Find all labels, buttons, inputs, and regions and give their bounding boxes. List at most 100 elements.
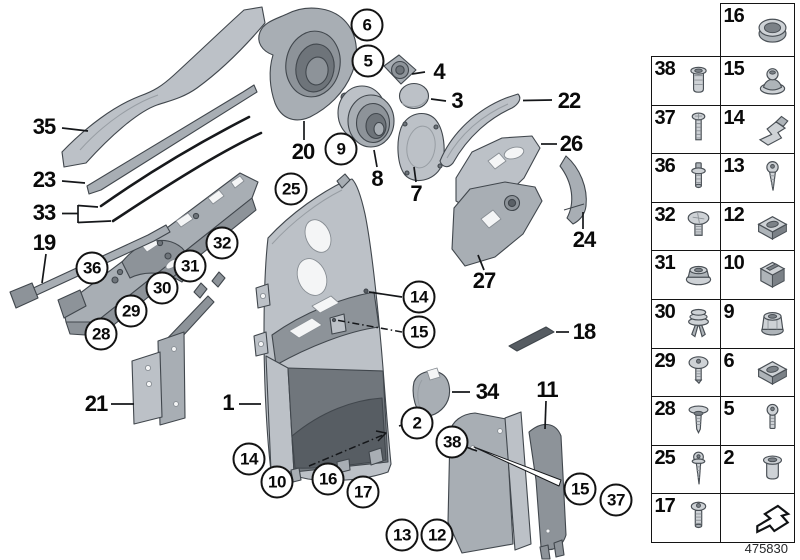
callout-balloon-16: 16 (311, 462, 345, 496)
part-24-trim-end (559, 155, 587, 225)
rivet-sleeve-icon (677, 59, 720, 103)
fastener-cell-15: 15 (720, 57, 795, 106)
callout-label-11: 11 (536, 377, 558, 402)
callout-label-27: 27 (472, 268, 497, 293)
part-1-side-trim-panel (253, 173, 392, 483)
item-number: 16 (723, 5, 745, 27)
fastener-cell-31: 31 (650, 251, 721, 300)
fastener-cell-6: 6 (720, 348, 795, 398)
item-number: 37 (654, 106, 676, 129)
callout-balloon-6: 6 (350, 8, 384, 42)
flange-nut-icon (677, 253, 720, 297)
part-27-switch-panel-lower (451, 181, 543, 267)
item-number: 6 (723, 349, 735, 372)
machine-screw-icon (677, 107, 720, 151)
fastener-cell-2: 2 (720, 445, 795, 495)
callout-label-1: 1 (222, 390, 234, 415)
tapping-screw-icon (751, 156, 794, 200)
part-23-trim-strip (86, 84, 258, 195)
callout-label-23: 23 (32, 167, 57, 192)
hex-nut-icon (751, 302, 794, 346)
push-rivet-icon (677, 399, 720, 443)
fastener-cell-29: 29 (650, 348, 721, 398)
part-4-tweeter (383, 54, 417, 85)
item-number: 10 (723, 252, 745, 275)
callout-balloon-37: 37 (599, 483, 633, 517)
clip-nut-icon (751, 253, 794, 297)
callout-label-7: 7 (410, 181, 422, 206)
callout-balloon-14: 14 (232, 442, 266, 476)
callout-balloon-2: 2 (400, 406, 434, 440)
callout-balloon-29: 29 (114, 294, 148, 328)
fastener-cell-38: 38 (650, 57, 721, 106)
fastener-cell-5: 5 (720, 397, 795, 446)
empty-cell (650, 3, 721, 57)
callout-balloon-32: 32 (205, 226, 239, 260)
callout-label-19: 19 (32, 230, 57, 255)
callout-label-3: 3 (451, 88, 463, 113)
fastener-cell-32: 32 (650, 202, 721, 252)
long-tapping-screw-icon (677, 448, 720, 492)
callout-label-24: 24 (572, 227, 597, 252)
ball-grommet-icon (751, 59, 794, 103)
fastener-cell-10: 10 (720, 251, 795, 300)
dome-screw-icon (677, 350, 720, 394)
fastener-cell-36: 36 (650, 154, 721, 203)
item-number: 9 (723, 300, 735, 323)
leader-arrowhead (375, 430, 387, 442)
callout-label-4: 4 (433, 59, 445, 84)
item-number: 14 (723, 106, 745, 129)
callout-label-18: 18 (572, 319, 597, 344)
callout-balloon-38: 38 (435, 425, 469, 459)
callout-label-21: 21 (84, 391, 109, 416)
callout-balloon-14: 14 (402, 280, 436, 314)
callout-balloon-30: 30 (145, 271, 179, 305)
callout-balloon-13: 13 (385, 518, 419, 552)
part-8-speaker (337, 85, 395, 148)
callout-label-22: 22 (557, 88, 582, 113)
callout-balloon-36: 36 (75, 251, 109, 285)
dashed-leader-lines (308, 319, 403, 467)
fastener-cell-9: 9 (720, 299, 795, 349)
item-number: 15 (723, 58, 745, 80)
spring-clip-icon (751, 107, 794, 151)
callout-label-34: 34 (475, 379, 500, 404)
callout-label-20: 20 (291, 139, 316, 164)
fastener-cell-16: 16 (720, 3, 795, 57)
callout-balloon-9: 9 (324, 132, 358, 166)
fastener-cell-12: 12 (720, 202, 795, 252)
part-20-speaker-enclosure (258, 7, 357, 121)
callout-label-26: 26 (559, 131, 584, 156)
fastener-cell-14: 14 (720, 105, 795, 155)
item-number: 36 (654, 155, 676, 178)
callout-balloon-25: 25 (274, 172, 308, 206)
flange-screw-icon (677, 496, 720, 540)
legend-cell-arrow (720, 494, 795, 543)
callout-balloon-15: 15 (402, 315, 436, 349)
callout-label-8: 8 (371, 166, 383, 191)
item-number: 17 (654, 495, 676, 518)
part-35-pillar-trim (61, 6, 266, 168)
fastener-cell-25: 25 (650, 445, 721, 495)
part-33-seals (99, 115, 263, 223)
item-number: 28 (654, 398, 676, 421)
cage-nut-icon (751, 350, 794, 394)
callout-balloon-5: 5 (351, 44, 385, 78)
callout-balloon-17: 17 (346, 475, 380, 509)
callout-label-33: 33 (32, 200, 57, 225)
item-number: 5 (723, 398, 735, 421)
part-3-cover-cap (398, 82, 430, 110)
fastener-cell-13: 13 (720, 154, 795, 203)
fastener-cell-17: 17 (650, 494, 721, 543)
item-number: 12 (723, 203, 745, 226)
item-number: 13 (723, 155, 745, 178)
item-number: 25 (654, 446, 676, 469)
part-21-bracket (131, 271, 226, 426)
pan-head-screw-icon (677, 205, 720, 249)
sleeve-nut-icon (751, 448, 794, 492)
callout-balloon-28: 28 (84, 317, 118, 351)
item-number: 30 (654, 300, 676, 323)
part-18-pad (508, 326, 555, 352)
